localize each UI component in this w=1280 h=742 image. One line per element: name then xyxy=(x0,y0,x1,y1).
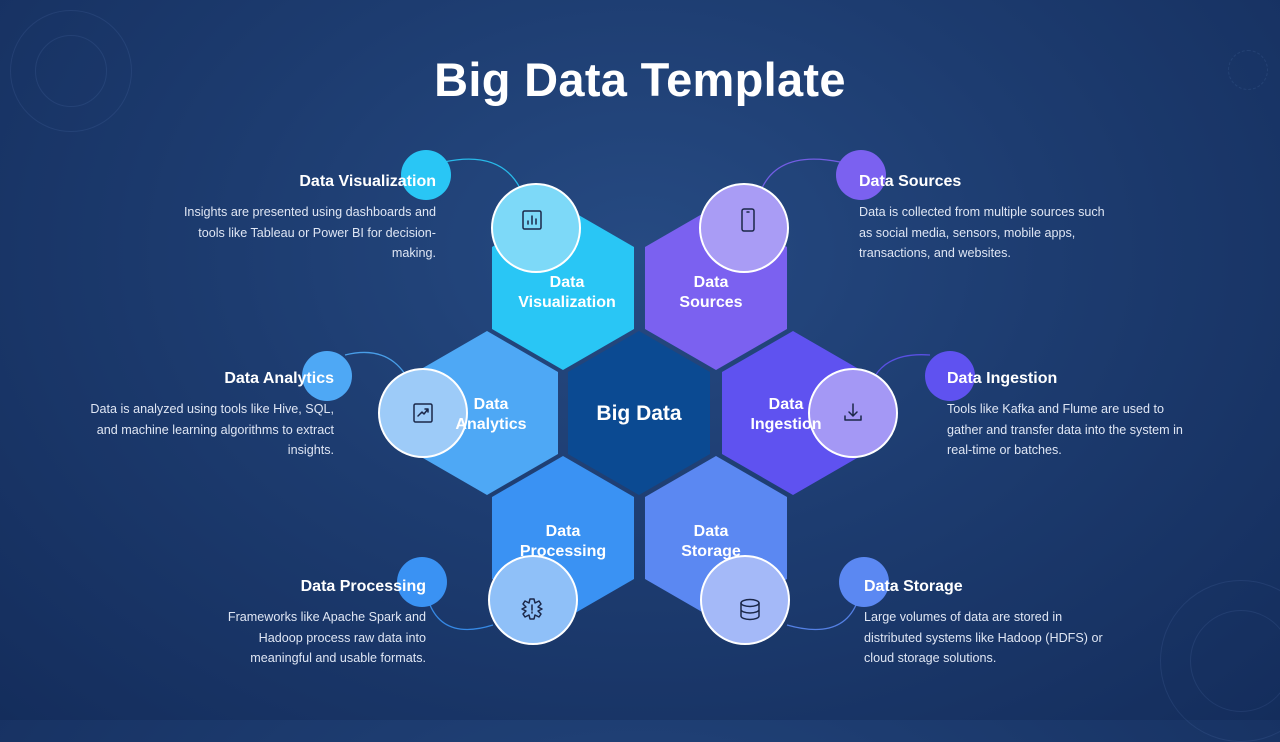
info-sources: Data Sources Data is collected from mult… xyxy=(859,172,1109,264)
info-processing: Data Processing Frameworks like Apache S… xyxy=(195,577,426,669)
icon-circle-visualization xyxy=(491,183,581,273)
hex-label-line2: Ingestion xyxy=(750,416,821,433)
info-heading: Data Storage xyxy=(864,578,963,595)
connector-arc xyxy=(429,604,494,631)
accent-dot xyxy=(925,351,975,401)
bar-chart-icon xyxy=(522,210,542,230)
page-title: Big Data Template xyxy=(434,53,846,106)
hex-label-line1: Data xyxy=(694,274,729,291)
info-storage: Data Storage Large volumes of data are s… xyxy=(864,577,1114,669)
connector-arc xyxy=(443,158,521,189)
accent-dot xyxy=(401,150,451,200)
info-ingestion: Data Ingestion Tools like Kafka and Flum… xyxy=(947,369,1197,461)
accent-dot xyxy=(302,351,352,401)
connector-arc xyxy=(344,351,406,375)
hex-label-line2: Processing xyxy=(520,543,606,560)
hexagon-ingestion xyxy=(721,331,865,495)
info-description: Data is analyzed using tools like Hive, … xyxy=(90,402,334,457)
hex-label-line2: Visualization xyxy=(518,294,616,311)
icon-circle-sources xyxy=(699,183,789,273)
info-heading: Data Visualization xyxy=(299,173,436,190)
hex-label-line1: Data xyxy=(474,396,509,413)
trend-chart-icon xyxy=(413,403,433,423)
decorative-ring xyxy=(1228,50,1268,90)
info-heading: Data Processing xyxy=(300,578,426,595)
info-analytics: Data Analytics Data is analyzed using to… xyxy=(84,369,334,461)
hexagon-analytics xyxy=(415,331,559,495)
info-description: Insights are presented using dashboards … xyxy=(183,205,436,260)
info-description: Frameworks like Apache Spark and Hadoop … xyxy=(227,610,426,665)
info-heading: Data Analytics xyxy=(224,370,334,387)
gear-icon xyxy=(521,598,543,620)
hex-label-line2: Sources xyxy=(679,294,742,311)
hex-label-line1: Data xyxy=(694,523,729,540)
connector-arc xyxy=(874,354,931,377)
decorative-ring xyxy=(35,35,107,107)
accent-dot xyxy=(839,557,889,607)
connector-arc xyxy=(786,604,857,631)
hexagon-big-data xyxy=(567,331,711,495)
info-heading: Data Ingestion xyxy=(947,370,1058,387)
hex-label-line2: Analytics xyxy=(455,416,526,433)
mobile-phone-icon xyxy=(741,208,755,232)
hex-label-line1: Data xyxy=(769,396,804,413)
decorative-ring xyxy=(1190,610,1280,712)
hex-label-line2: Storage xyxy=(681,543,741,560)
database-icon xyxy=(740,598,760,621)
icon-circle-processing xyxy=(488,555,578,645)
info-description: Data is collected from multiple sources … xyxy=(859,205,1105,260)
connector-arc xyxy=(761,158,841,189)
info-heading: Data Sources xyxy=(859,173,962,190)
accent-dot xyxy=(836,150,886,200)
hex-label-line1: Data xyxy=(546,523,581,540)
accent-dot xyxy=(397,557,447,607)
info-description: Tools like Kafka and Flume are used to g… xyxy=(947,402,1183,457)
info-description: Large volumes of data are stored in dist… xyxy=(864,610,1103,665)
download-icon xyxy=(844,403,862,421)
center-label: Big Data xyxy=(596,402,682,425)
decorative-ring xyxy=(10,10,132,132)
hex-label-line1: Data xyxy=(550,274,585,291)
info-visualization: Data Visualization Insights are presente… xyxy=(176,172,436,264)
big-data-diagram: Big DataDataVisualizationDataSourcesData… xyxy=(302,150,975,645)
